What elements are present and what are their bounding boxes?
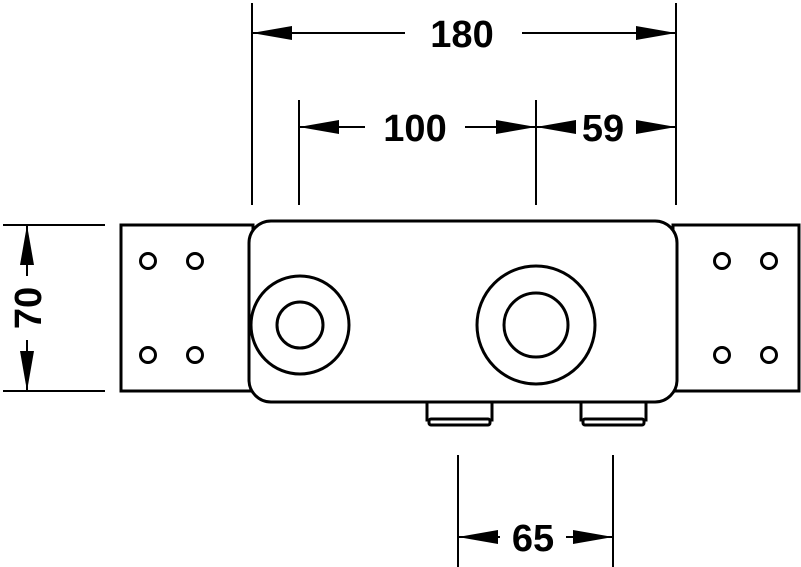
dim-59: 59	[536, 108, 676, 150]
dim-label-70: 70	[8, 287, 50, 329]
dim-65: 65	[458, 518, 613, 560]
dim-label-180: 180	[430, 14, 493, 56]
left-inner-ring	[275, 300, 325, 350]
left-mounting-plate	[119, 223, 255, 393]
dim-100: 100	[299, 108, 536, 150]
mounting-holes	[139, 252, 778, 364]
mounting-hole	[186, 346, 204, 364]
mounting-hole	[760, 252, 778, 270]
mounting-hole	[713, 346, 731, 364]
connector-base	[581, 417, 646, 427]
mounting-hole	[139, 346, 157, 364]
mounting-hole	[186, 252, 204, 270]
mounting-hole	[760, 346, 778, 364]
dim-label-100: 100	[383, 108, 446, 150]
mounting-hole	[713, 252, 731, 270]
dim-label-65: 65	[512, 518, 554, 560]
connector-base	[427, 417, 492, 427]
dim-label-59: 59	[582, 108, 624, 150]
dim-70: 70	[8, 225, 50, 391]
right-inner-ring	[502, 291, 570, 359]
extension-lines	[3, 3, 677, 567]
right-mounting-plate	[671, 223, 801, 393]
dim-180: 180	[252, 14, 676, 56]
mounting-hole	[139, 252, 157, 270]
